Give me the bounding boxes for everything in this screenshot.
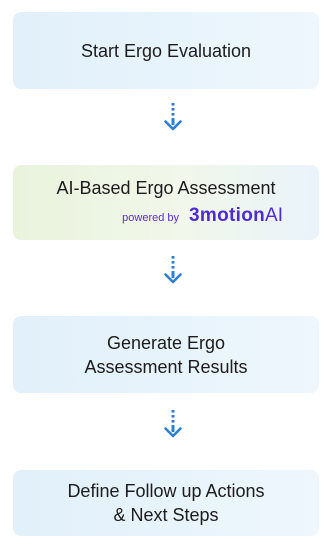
- define-follow-up-actions-step: Define Follow up Actions & Next Steps: [13, 470, 319, 536]
- brand-logo-suffix: AI: [265, 204, 283, 226]
- step-label-line-1: Define Follow up Actions: [67, 481, 265, 501]
- brand-logo-text: 3motion: [189, 204, 266, 226]
- start-ergo-evaluation-step: Start Ergo Evaluation: [13, 12, 319, 89]
- step-label-line-1: Generate Ergo: [106, 332, 226, 353]
- step-label-line-2: Assessment Results: [84, 356, 248, 377]
- step-label: Start Ergo Evaluation: [80, 40, 252, 61]
- step-label-line-2: & Next Steps: [113, 505, 219, 525]
- dotted-down-arrow-icon: [164, 103, 182, 131]
- step-label: AI-Based Ergo Assessment: [56, 177, 276, 198]
- powered-by-badge: powered by 3motion AI: [13, 204, 319, 230]
- dotted-down-arrow-icon: [164, 256, 182, 284]
- dotted-down-arrow-icon: [164, 410, 182, 438]
- powered-by-text: powered by: [122, 211, 180, 224]
- ai-based-ergo-assessment-step: AI-Based Ergo Assessment powered by 3mot…: [13, 165, 319, 240]
- generate-assessment-results-step: Generate Ergo Assessment Results: [13, 316, 319, 393]
